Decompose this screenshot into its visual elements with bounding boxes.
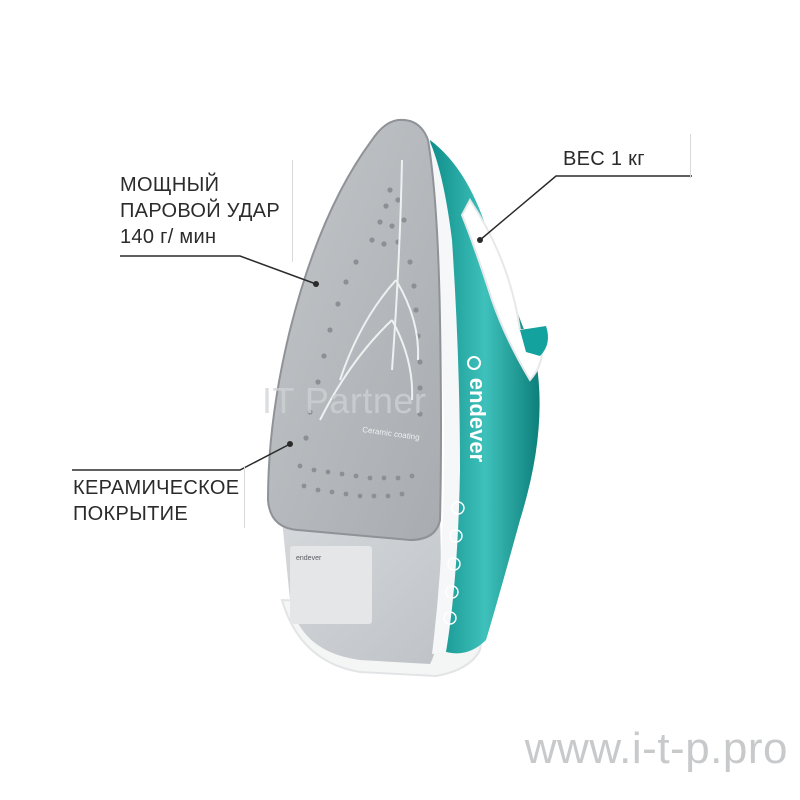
coating-callout-line-1: КЕРАМИЧЕСКОЕ [73,477,240,499]
feature-icons [443,501,465,625]
weight-callout: ВЕС 1 кг [563,146,645,172]
brand-logo-mark [467,356,481,370]
brand-logo: endever [465,378,490,463]
soleplate-steam-holes [297,187,423,499]
coating-callout-line-2: ПОКРЫТИЕ [73,503,188,525]
rating-label-brand: endever [296,555,322,562]
rating-label [290,546,372,624]
coating-leader-dot [287,441,293,447]
weight-frame-right [690,134,691,178]
coating-callout: КЕРАМИЧЕСКОЕ ПОКРЫТИЕ [73,475,239,527]
steam-frame-top [292,160,293,262]
steam-callout-line-1: МОЩНЫЙ [120,174,220,196]
steam-leader-dot [313,281,319,287]
steam-callout-line-3: 140 г/ мин [120,226,217,248]
coating-frame-right [244,466,245,528]
iron-side-band [424,130,460,654]
steam-leader-line [120,255,317,285]
weight-callout-line-1: ВЕС 1 кг [563,148,645,170]
steam-callout-line-2: ПАРОВОЙ УДАР [120,200,280,222]
soleplate-grooves [319,159,420,421]
weight-leader-line [479,175,692,241]
watermark: IT Partner [262,380,427,421]
weight-leader-dot [477,237,483,243]
iron-teal-button [520,326,548,356]
coating-leader-line [72,443,291,471]
steam-callout: МОЩНЫЙ ПАРОВОЙ УДАР 140 г/ мин [120,172,280,250]
iron-soleplate [266,118,442,542]
site-url: www.i-t-p.pro [524,724,788,773]
